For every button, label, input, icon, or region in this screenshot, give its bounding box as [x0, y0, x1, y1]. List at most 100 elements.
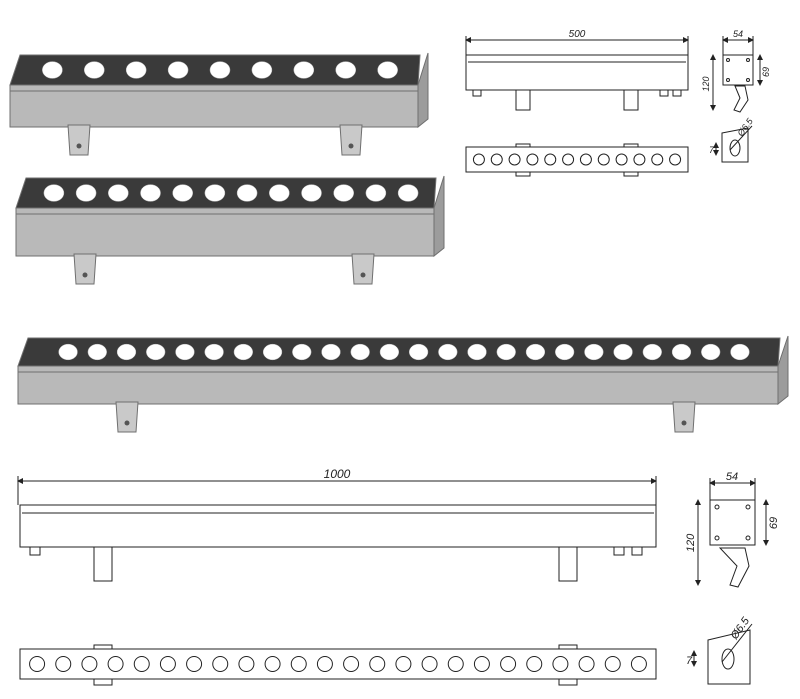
small-side-view — [465, 36, 689, 111]
led-lens — [671, 343, 692, 361]
mounting-bracket — [672, 401, 696, 433]
large-top-view — [19, 644, 657, 686]
led-outline — [526, 153, 539, 166]
led-outline — [597, 153, 610, 166]
large-width-dimension: 54 — [726, 471, 738, 483]
led-lens — [321, 343, 341, 361]
large-offset-dimension: 7 — [686, 655, 693, 667]
small-bracket-detail — [713, 125, 753, 163]
small-side-bracket-left — [515, 89, 531, 111]
led-lens — [397, 184, 419, 202]
large-end-body — [709, 499, 756, 546]
small-width-dimension: 54 — [733, 29, 743, 39]
led-outline — [473, 656, 490, 672]
led-outline — [669, 153, 682, 166]
led-lens — [584, 343, 604, 361]
led-lens — [146, 343, 166, 361]
small-length-dimension: 500 — [569, 29, 586, 40]
led-outline — [472, 153, 485, 166]
led-lens — [251, 61, 273, 79]
fixture-9-led-render — [9, 52, 429, 156]
mounting-bracket — [115, 401, 139, 433]
led-lens — [365, 184, 387, 202]
housing-end-cap — [417, 52, 429, 129]
mounting-bracket — [351, 253, 375, 285]
led-lens — [555, 343, 575, 361]
led-outline — [447, 656, 464, 672]
small-hole-dimension: Ø6.5 — [735, 116, 756, 139]
led-lens — [350, 343, 370, 361]
led-lens — [377, 61, 398, 79]
bracket-hole — [360, 272, 366, 278]
led-outline — [500, 656, 517, 672]
large-side-body — [19, 504, 657, 548]
led-lens — [43, 184, 65, 202]
led-lens — [204, 343, 224, 361]
led-outline — [508, 153, 521, 166]
led-outline — [395, 656, 412, 672]
led-outline — [544, 153, 557, 166]
large-body-height-dimension: 69 — [768, 517, 780, 529]
led-lens — [467, 343, 487, 361]
led-lens — [525, 343, 546, 361]
led-lens — [409, 343, 429, 361]
large-end-view — [695, 478, 769, 588]
led-lens — [108, 184, 129, 202]
small-side-body — [465, 54, 689, 91]
led-lens — [335, 61, 356, 79]
led-lens — [172, 184, 193, 202]
led-lens — [233, 343, 253, 361]
led-lens — [730, 343, 750, 361]
led-lens — [125, 61, 147, 79]
led-lens — [613, 343, 633, 361]
led-lens — [262, 343, 283, 361]
led-lens — [379, 343, 399, 361]
small-top-body — [465, 146, 689, 173]
bracket-hole — [681, 420, 687, 426]
led-outline — [630, 656, 647, 672]
led-lens — [333, 184, 354, 202]
led-lens — [75, 184, 97, 202]
led-lens — [269, 184, 290, 202]
led-outline — [159, 656, 176, 672]
bracket-hole — [348, 143, 354, 149]
small-offset-dimension: 7 — [709, 145, 715, 155]
led-lens — [293, 61, 315, 79]
led-outline — [526, 656, 543, 672]
bracket-hole — [82, 272, 88, 278]
small-top-led-row — [472, 153, 682, 166]
led-lens — [175, 343, 195, 361]
small-end-body — [722, 54, 754, 86]
small-body-height-dimension: 69 — [761, 67, 771, 77]
led-lens — [209, 61, 231, 79]
led-outline — [290, 656, 307, 672]
led-lens — [42, 61, 63, 79]
fixture-12-led-render — [15, 175, 445, 285]
fixture-24-led-render — [17, 335, 789, 433]
bracket-hole — [124, 420, 130, 426]
led-lens — [204, 184, 226, 202]
led-outline — [343, 656, 360, 672]
led-outline — [615, 153, 628, 166]
small-height-dimension: 120 — [701, 76, 711, 91]
led-outline — [186, 656, 203, 672]
led-lens — [116, 343, 137, 361]
led-lens — [84, 61, 105, 79]
bracket-hole — [76, 143, 82, 149]
led-lens — [292, 343, 312, 361]
large-length-dimension: 1000 — [324, 467, 351, 481]
led-outline — [552, 656, 569, 672]
led-lens — [301, 184, 322, 202]
housing-end-cap — [433, 175, 445, 258]
large-top-led-row — [29, 656, 647, 672]
large-side-bracket-right — [558, 546, 578, 582]
housing-front — [9, 84, 419, 128]
large-bracket-detail — [691, 623, 753, 685]
led-outline — [264, 656, 281, 672]
housing-front — [15, 207, 435, 257]
small-side-bracket-right — [623, 89, 639, 111]
led-lens — [642, 343, 662, 361]
large-side-view — [17, 476, 657, 582]
led-lens — [496, 343, 516, 361]
